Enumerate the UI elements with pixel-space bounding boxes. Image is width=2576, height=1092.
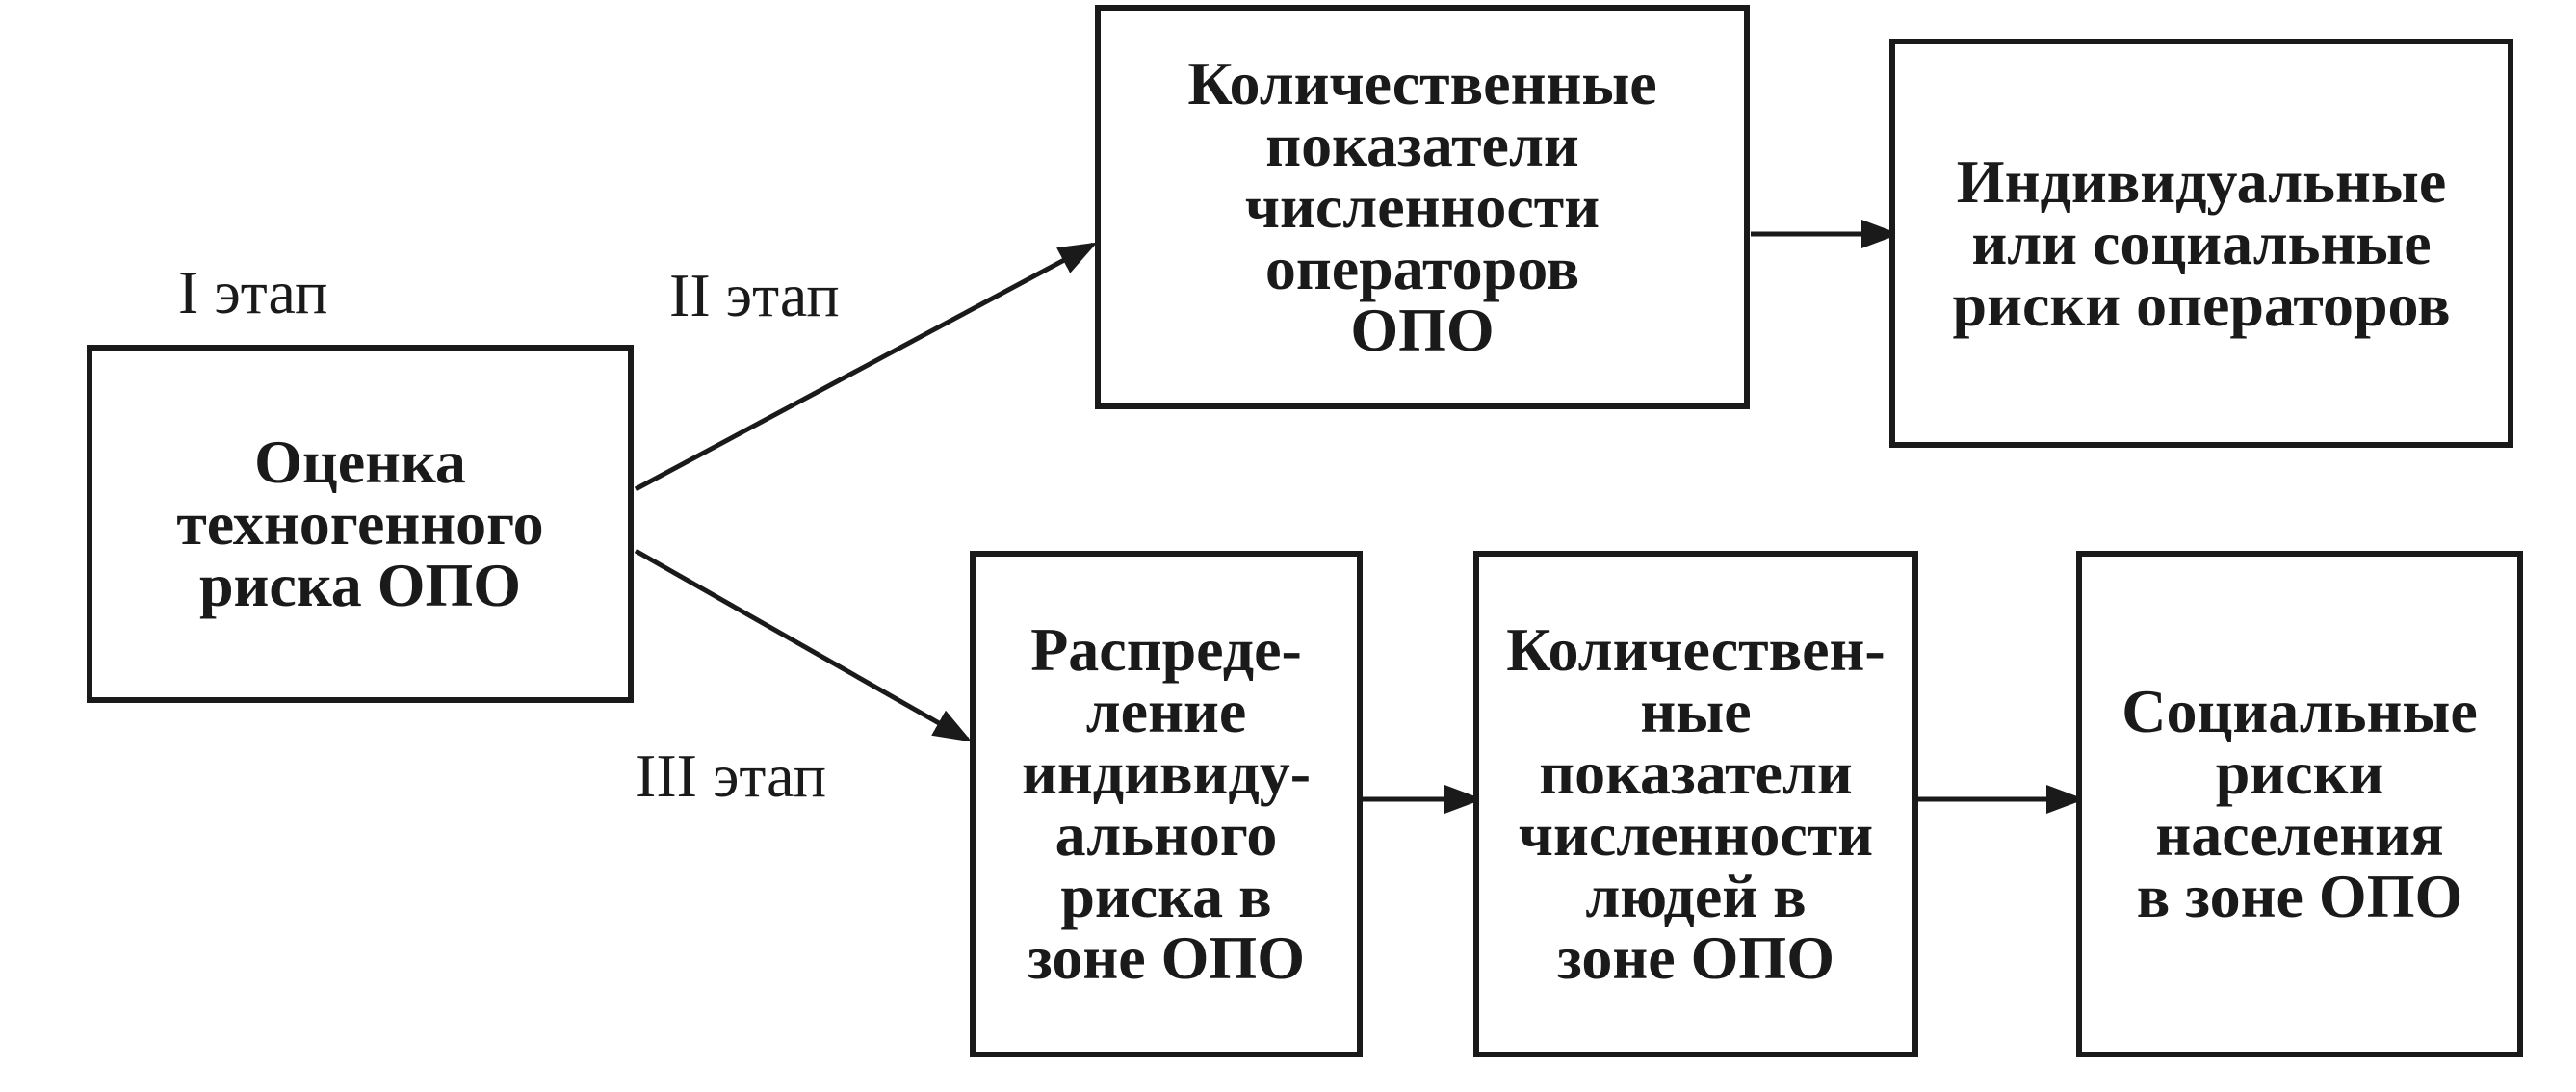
box-operator-counts-text: Количественные показатели численности оп… [1187, 49, 1657, 364]
box-risk-assessment-text: Оценка техногенного риска ОПО [176, 428, 544, 619]
box-population-risks-text: Социальные риски населения в зоне ОПО [2121, 677, 2478, 930]
stage-3-label: III этап [636, 741, 826, 810]
box-people-counts: Количествен- ные показатели численности … [1473, 551, 1918, 1057]
box-operator-risks: Индивидуальные или социальные риски опер… [1889, 39, 2513, 448]
box-operator-risks-text: Индивидуальные или социальные риски опер… [1952, 146, 2451, 339]
arrow-to-risk-distribution [634, 548, 973, 742]
box-population-risks: Социальные риски населения в зоне ОПО [2076, 551, 2523, 1057]
box-people-counts-text: Количествен- ные показатели численности … [1506, 615, 1886, 992]
box-risk-distribution: Распреде- ление индивиду- ального риска … [970, 551, 1363, 1057]
box-risk-assessment: Оценка техногенного риска ОПО [87, 345, 634, 703]
box-risk-distribution-text: Распреде- ление индивиду- ального риска … [1021, 615, 1312, 992]
stage-2-label: II этап [669, 261, 840, 329]
arrow-to-operator-counts [634, 242, 1098, 492]
box-operator-counts: Количественные показатели численности оп… [1095, 5, 1750, 409]
stage-1-label: I этап [178, 258, 328, 326]
